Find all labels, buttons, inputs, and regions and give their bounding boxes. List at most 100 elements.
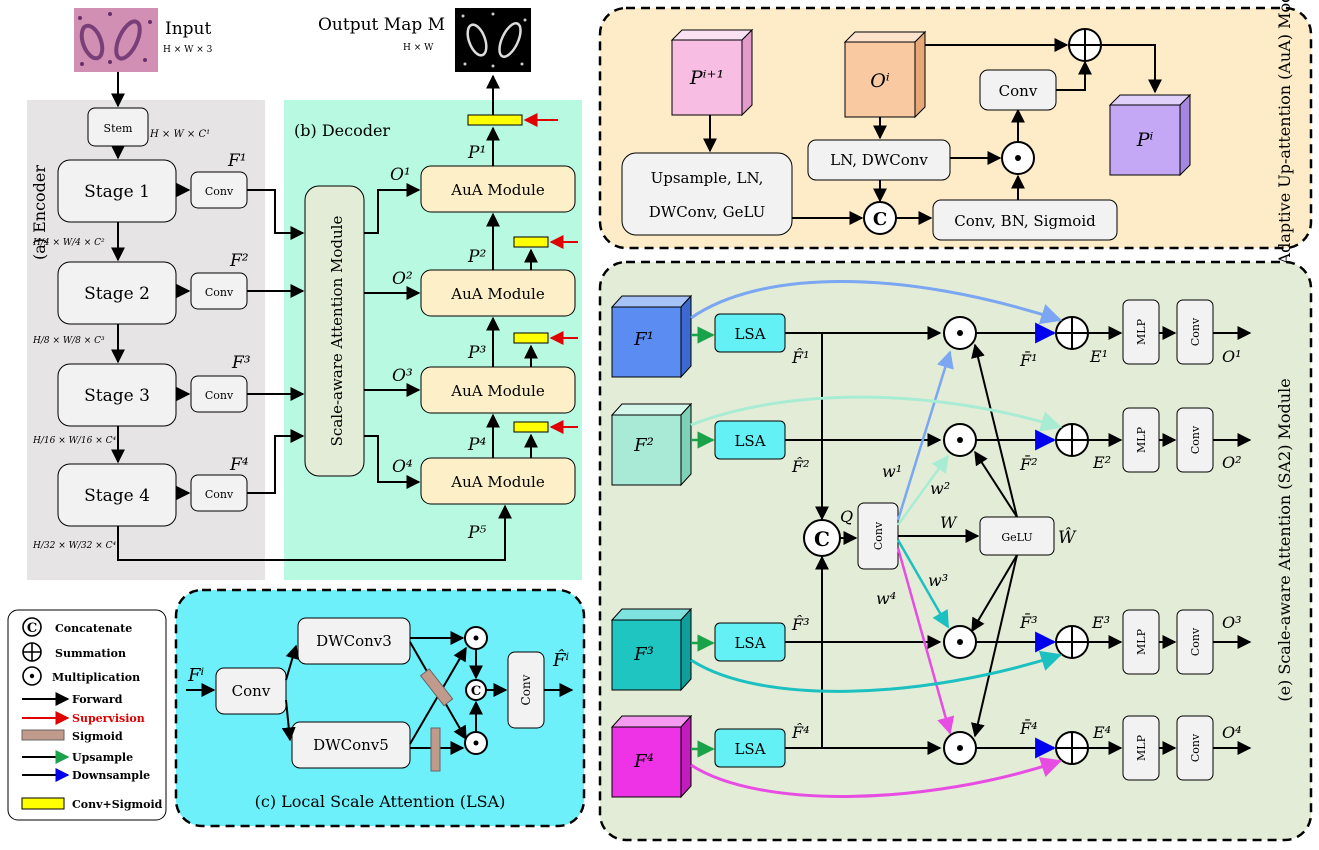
svg-text:LSA: LSA xyxy=(734,634,765,652)
svg-text:Conv, BN, Sigmoid: Conv, BN, Sigmoid xyxy=(954,212,1096,230)
conv-sigmoid-head-4 xyxy=(513,421,549,433)
aua-title: (d) Adaptive Up-attention (AuA) Module xyxy=(1275,0,1294,292)
sa2-w-hat: Ŵ xyxy=(1058,527,1077,548)
sa2-conv-1: Conv xyxy=(1176,299,1214,365)
sa2-o2: O² xyxy=(1222,453,1242,472)
svg-text:AuA Module: AuA Module xyxy=(450,181,545,199)
sa2-lsa-3: LSA xyxy=(714,622,786,662)
legend-supervision: Supervision xyxy=(22,711,145,725)
aua-p-i: Pⁱ xyxy=(1136,129,1154,151)
enc-conv-4: Conv xyxy=(190,474,248,512)
sa2-w: W xyxy=(940,513,958,532)
svg-text:Downsample: Downsample xyxy=(72,769,150,782)
svg-text:MLP: MLP xyxy=(1135,426,1148,453)
sa2-mlp-1: MLP xyxy=(1122,299,1160,365)
svg-text:C: C xyxy=(471,684,481,699)
input-dims: H × W × 3 xyxy=(163,45,213,55)
sa2-fbar-2: F̄² xyxy=(1019,453,1038,474)
svg-text:Multiplication: Multiplication xyxy=(52,671,140,684)
lsa-conv2: Conv xyxy=(507,651,545,729)
concatenate-icon xyxy=(22,617,42,637)
stage4-dims: H/32 × W/32 × C⁴ xyxy=(32,541,116,551)
stage3-dims: H/16 × W/16 × C⁴ xyxy=(32,436,116,446)
svg-text:Stage 1: Stage 1 xyxy=(84,182,150,202)
cube-f2 xyxy=(610,402,693,487)
sa2-title: (e) Scale-aware Attention (SA2) Module xyxy=(1275,378,1294,701)
output-map-image xyxy=(455,8,531,72)
svg-text:Conv: Conv xyxy=(232,682,271,700)
svg-text:Conv: Conv xyxy=(872,521,885,550)
sa2-fhat-2: F̂² xyxy=(791,457,810,476)
stem-label: Stem xyxy=(104,122,133,135)
stage2-dims: H/8 × W/8 × C³ xyxy=(32,336,105,346)
sa2-conv-2: Conv xyxy=(1176,407,1214,473)
legend-upsample: Upsample xyxy=(22,750,133,764)
svg-text:DWConv3: DWConv3 xyxy=(316,632,392,650)
legend-summation: Summation xyxy=(22,642,126,662)
scale-aware-attention-module xyxy=(304,185,365,477)
cube-f4 xyxy=(610,714,693,799)
sa2-fhat-3: F̂³ xyxy=(791,615,810,634)
aua-conv-bn-sigmoid: Conv, BN, Sigmoid xyxy=(932,199,1118,241)
sa2-gelu: GeLU xyxy=(979,516,1055,556)
lsa-dwconv5: DWConv5 xyxy=(291,721,411,769)
lsa-output: F̂ⁱ xyxy=(552,649,569,671)
svg-text:C: C xyxy=(814,527,830,551)
aua-mult xyxy=(1001,141,1035,175)
legend-downsample: Downsample xyxy=(22,768,150,782)
lsa-sigmoid-bar-1 xyxy=(419,668,454,707)
sa2-concat: C xyxy=(803,519,841,557)
dec-o3: O³ xyxy=(392,366,413,386)
aua-o-i: Oⁱ xyxy=(870,70,890,92)
enc-f3: F³ xyxy=(231,353,251,373)
sa2-w4: w⁴ xyxy=(876,589,896,608)
legend-conv-sigmoid: Conv+Sigmoid xyxy=(21,797,163,811)
sa2-o3: O³ xyxy=(1222,613,1242,632)
sa2-e2: E² xyxy=(1092,453,1111,472)
svg-text:Conv: Conv xyxy=(1189,627,1202,656)
sa2-f1: F¹ xyxy=(633,329,654,350)
sa2-mult-2 xyxy=(943,423,977,457)
svg-text:Conv: Conv xyxy=(1189,425,1202,454)
svg-text:DWConv5: DWConv5 xyxy=(313,736,389,754)
sa2-o1: O¹ xyxy=(1222,347,1242,366)
cube-o-i xyxy=(843,30,927,119)
conv-sigmoid-head-3 xyxy=(513,332,549,344)
sa2-lsa-1: LSA xyxy=(714,313,786,353)
svg-text:Stage 4: Stage 4 xyxy=(84,486,150,506)
aua-module-2: AuA Module xyxy=(420,269,576,317)
sa2-e1: E¹ xyxy=(1089,347,1108,366)
svg-text:AuA Module: AuA Module xyxy=(450,382,545,400)
sa2-q: Q xyxy=(840,507,853,526)
svg-text:LSA: LSA xyxy=(734,432,765,450)
svg-text:GeLU: GeLU xyxy=(1001,531,1032,544)
decoder-title: (b) Decoder xyxy=(294,121,390,140)
svg-text:MLP: MLP xyxy=(1135,628,1148,655)
lsa-mult-top xyxy=(464,626,488,650)
input-label: Input xyxy=(165,19,211,39)
svg-text:Supervision: Supervision xyxy=(72,712,145,725)
svg-text:AuA Module: AuA Module xyxy=(450,473,545,491)
svg-text:AuA Module: AuA Module xyxy=(450,285,545,303)
svg-text:Conv: Conv xyxy=(519,674,533,705)
sa2-f4: F⁴ xyxy=(633,751,654,772)
svg-text:Conv: Conv xyxy=(1189,317,1202,346)
dec-o2: O² xyxy=(392,269,413,289)
svg-text:Upsample: Upsample xyxy=(72,751,133,764)
sa2-conv-3: Conv xyxy=(1176,609,1214,675)
sa2-mlp-2: MLP xyxy=(1122,407,1160,473)
stage-3: Stage 3 xyxy=(57,363,177,427)
lsa-conv: Conv xyxy=(215,667,287,715)
sa2-w2: w² xyxy=(930,479,950,498)
svg-text:C: C xyxy=(873,209,887,230)
stage-2: Stage 2 xyxy=(57,261,177,325)
sa2-e4: E⁴ xyxy=(1092,723,1111,742)
lsa-dwconv3: DWConv3 xyxy=(297,617,411,665)
enc-conv-1: Conv xyxy=(190,171,248,209)
lsa-title: (c) Local Scale Attention (LSA) xyxy=(255,792,506,811)
svg-text:Conv: Conv xyxy=(205,286,234,299)
lsa-input: Fⁱ xyxy=(187,665,204,686)
aua-module-4: AuA Module xyxy=(420,457,576,505)
stage1-dims: H/4 × W/4 × C² xyxy=(32,238,105,248)
